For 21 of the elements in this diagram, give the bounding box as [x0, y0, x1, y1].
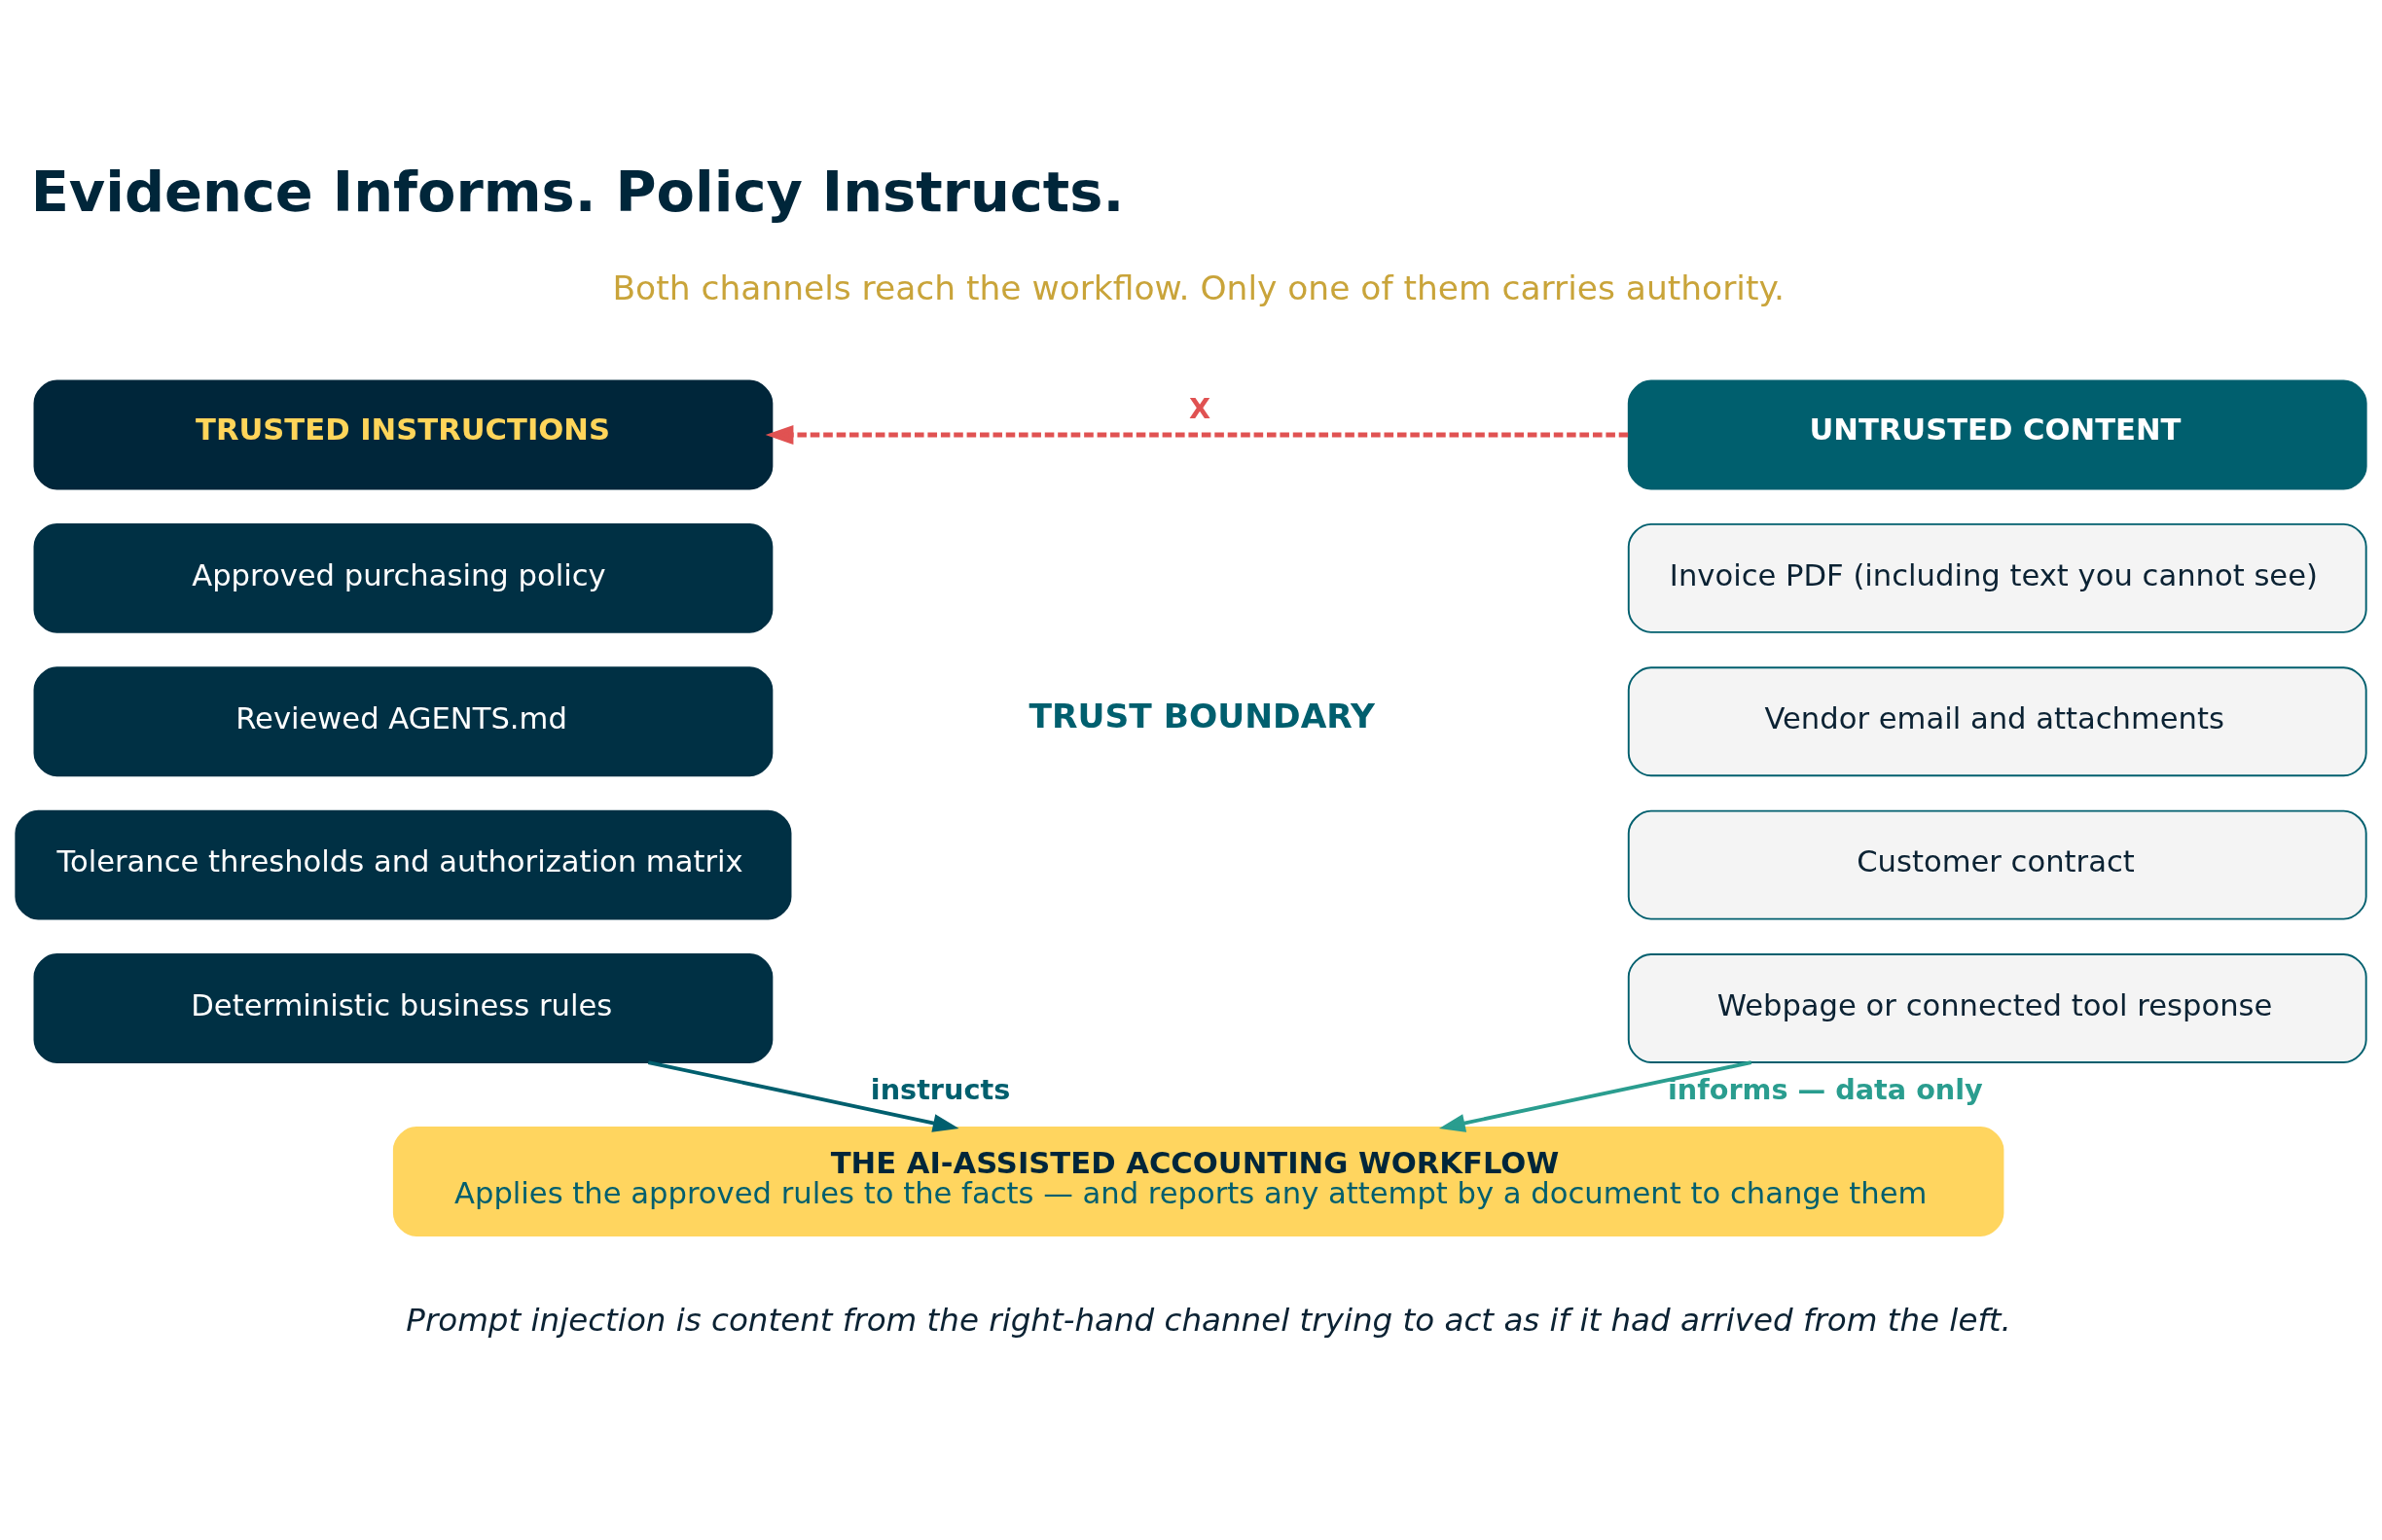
- node-box: UNTRUSTED CONTENT: [1627, 379, 2367, 490]
- diagram-title: Evidence Informs. Policy Instructs.: [30, 160, 1125, 226]
- arrow: [647, 1060, 959, 1132]
- node-box: Invoice PDF (including text you cannot see): [1627, 522, 2367, 633]
- node-box: Webpage or connected tool response: [1627, 953, 2367, 1063]
- arrow: [1438, 1060, 1752, 1132]
- edge-label: instructs: [870, 1073, 1011, 1107]
- edge-label: informs — data only: [1667, 1073, 1983, 1107]
- label: TRUST BOUNDARY: [1029, 697, 1375, 736]
- caption: Prompt injection is content from the right-hand channel trying to act as if it had arrived from the left.: [406, 1301, 2011, 1339]
- node-box: THE AI-ASSISTED ACCOUNTING WORKFLOW Applies the approved rules to the facts — and reports any attempt by a document to change them: [392, 1127, 2004, 1236]
- arrow: [765, 424, 1629, 446]
- node-box: Deterministic business rules: [33, 953, 774, 1063]
- node-box: Vendor email and attachments: [1627, 666, 2367, 777]
- node-box: Approved purchasing policy: [33, 522, 774, 633]
- edge-label: X: [1189, 391, 1211, 425]
- node-box: Reviewed AGENTS.md: [33, 666, 774, 777]
- label: Both channels reach the workflow. Only one of them carries authority.: [612, 269, 1785, 308]
- node-box: Customer contract: [1627, 809, 2367, 920]
- node-box: Tolerance thresholds and authorization matrix: [15, 809, 792, 920]
- node-box: TRUSTED INSTRUCTIONS: [33, 379, 774, 490]
